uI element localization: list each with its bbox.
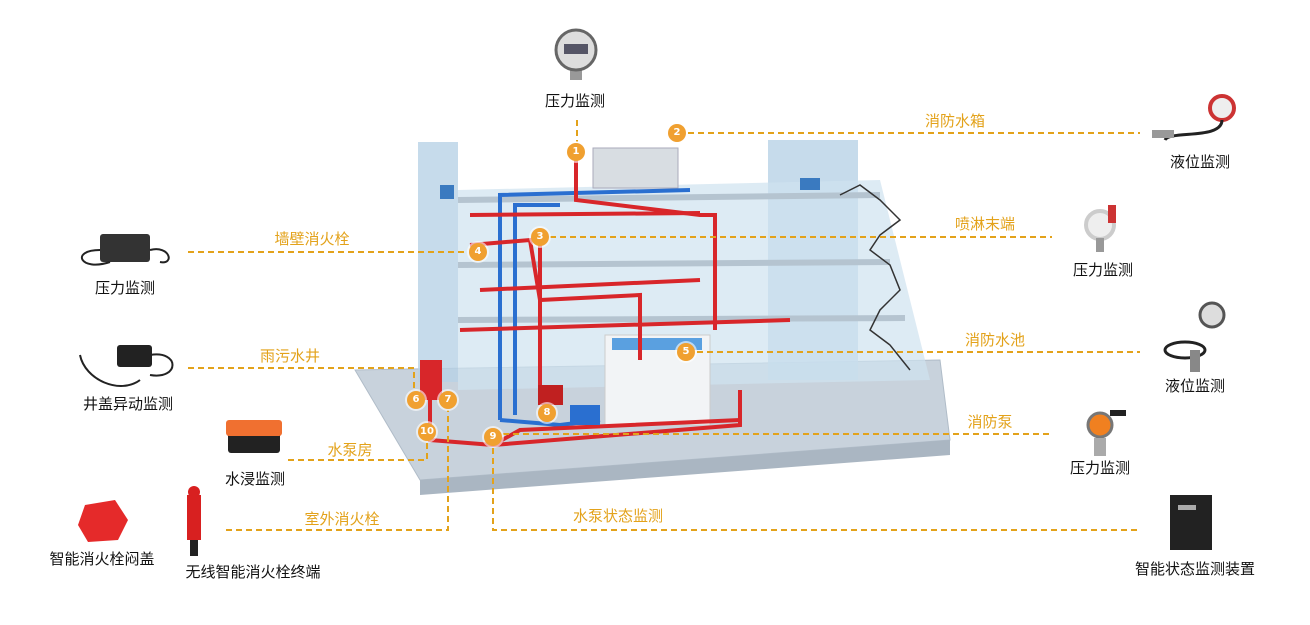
pressure-monitor-box-icon: [80, 234, 170, 266]
device-label-hydrant-cap: 智能消火栓闷盖: [49, 550, 155, 568]
device-label-status-device: 智能状态监测装置: [1134, 560, 1256, 578]
label-fire-water-tank: 消防水箱: [924, 112, 986, 130]
badge-4[interactable]: 4: [469, 243, 487, 261]
label-pump-room: 水泵房: [327, 441, 373, 459]
status-monitor-cabinet-icon: [1170, 495, 1212, 550]
device-label-pump-pressure: 压力监测: [1069, 459, 1131, 477]
badge-2[interactable]: 2: [668, 124, 686, 142]
device-label-flood: 水浸监测: [224, 470, 286, 488]
label-wall-hydrant: 墙壁消火栓: [274, 230, 350, 248]
device-label-pool-level: 液位监测: [1164, 377, 1226, 395]
building-illustration: [354, 140, 951, 495]
device-label-top-pressure: 压力监测: [544, 92, 606, 110]
label-fire-pool: 消防水池: [964, 331, 1026, 349]
leader-lines: [188, 120, 1140, 531]
level-gauge-icon: [1163, 301, 1226, 372]
badge-10[interactable]: 10: [418, 423, 436, 441]
label-fire-pump: 消防泵: [967, 413, 1013, 431]
device-label-sprinkler-pressure: 压力监测: [1072, 261, 1134, 279]
label-outdoor-hydrant: 室外消火栓: [304, 510, 380, 528]
device-label-manhole: 井盖异动监测: [82, 395, 174, 413]
manhole-sensor-icon: [79, 345, 174, 387]
label-sewer-well: 雨污水井: [259, 347, 321, 365]
label-sprinkler-end: 喷淋末端: [954, 215, 1016, 233]
pipes: [420, 160, 791, 448]
badge-6[interactable]: 6: [407, 391, 425, 409]
device-label-hydrant-terminal: 无线智能消火栓终端: [185, 563, 321, 581]
hydrant-cap-icon: [78, 500, 128, 542]
pressure-transmitter-icon: [1084, 205, 1116, 252]
badge-9[interactable]: 9: [484, 428, 502, 446]
device-label-wall-hydrant-pressure: 压力监测: [94, 279, 156, 297]
badge-5[interactable]: 5: [677, 343, 695, 361]
badge-1[interactable]: 1: [567, 143, 585, 161]
device-label-tank-level: 液位监测: [1169, 153, 1231, 171]
level-sensor-icon: [1152, 94, 1236, 142]
pressure-gauge-icon: [554, 28, 598, 80]
flood-sensor-icon: [226, 420, 282, 453]
badge-8[interactable]: 8: [538, 404, 556, 422]
hydrant-terminal-icon: [187, 486, 201, 556]
badge-7[interactable]: 7: [439, 391, 457, 409]
label-pump-status: 水泵状态监测: [572, 507, 664, 525]
pump-pressure-transmitter-icon: [1086, 410, 1126, 456]
badge-3[interactable]: 3: [531, 228, 549, 246]
